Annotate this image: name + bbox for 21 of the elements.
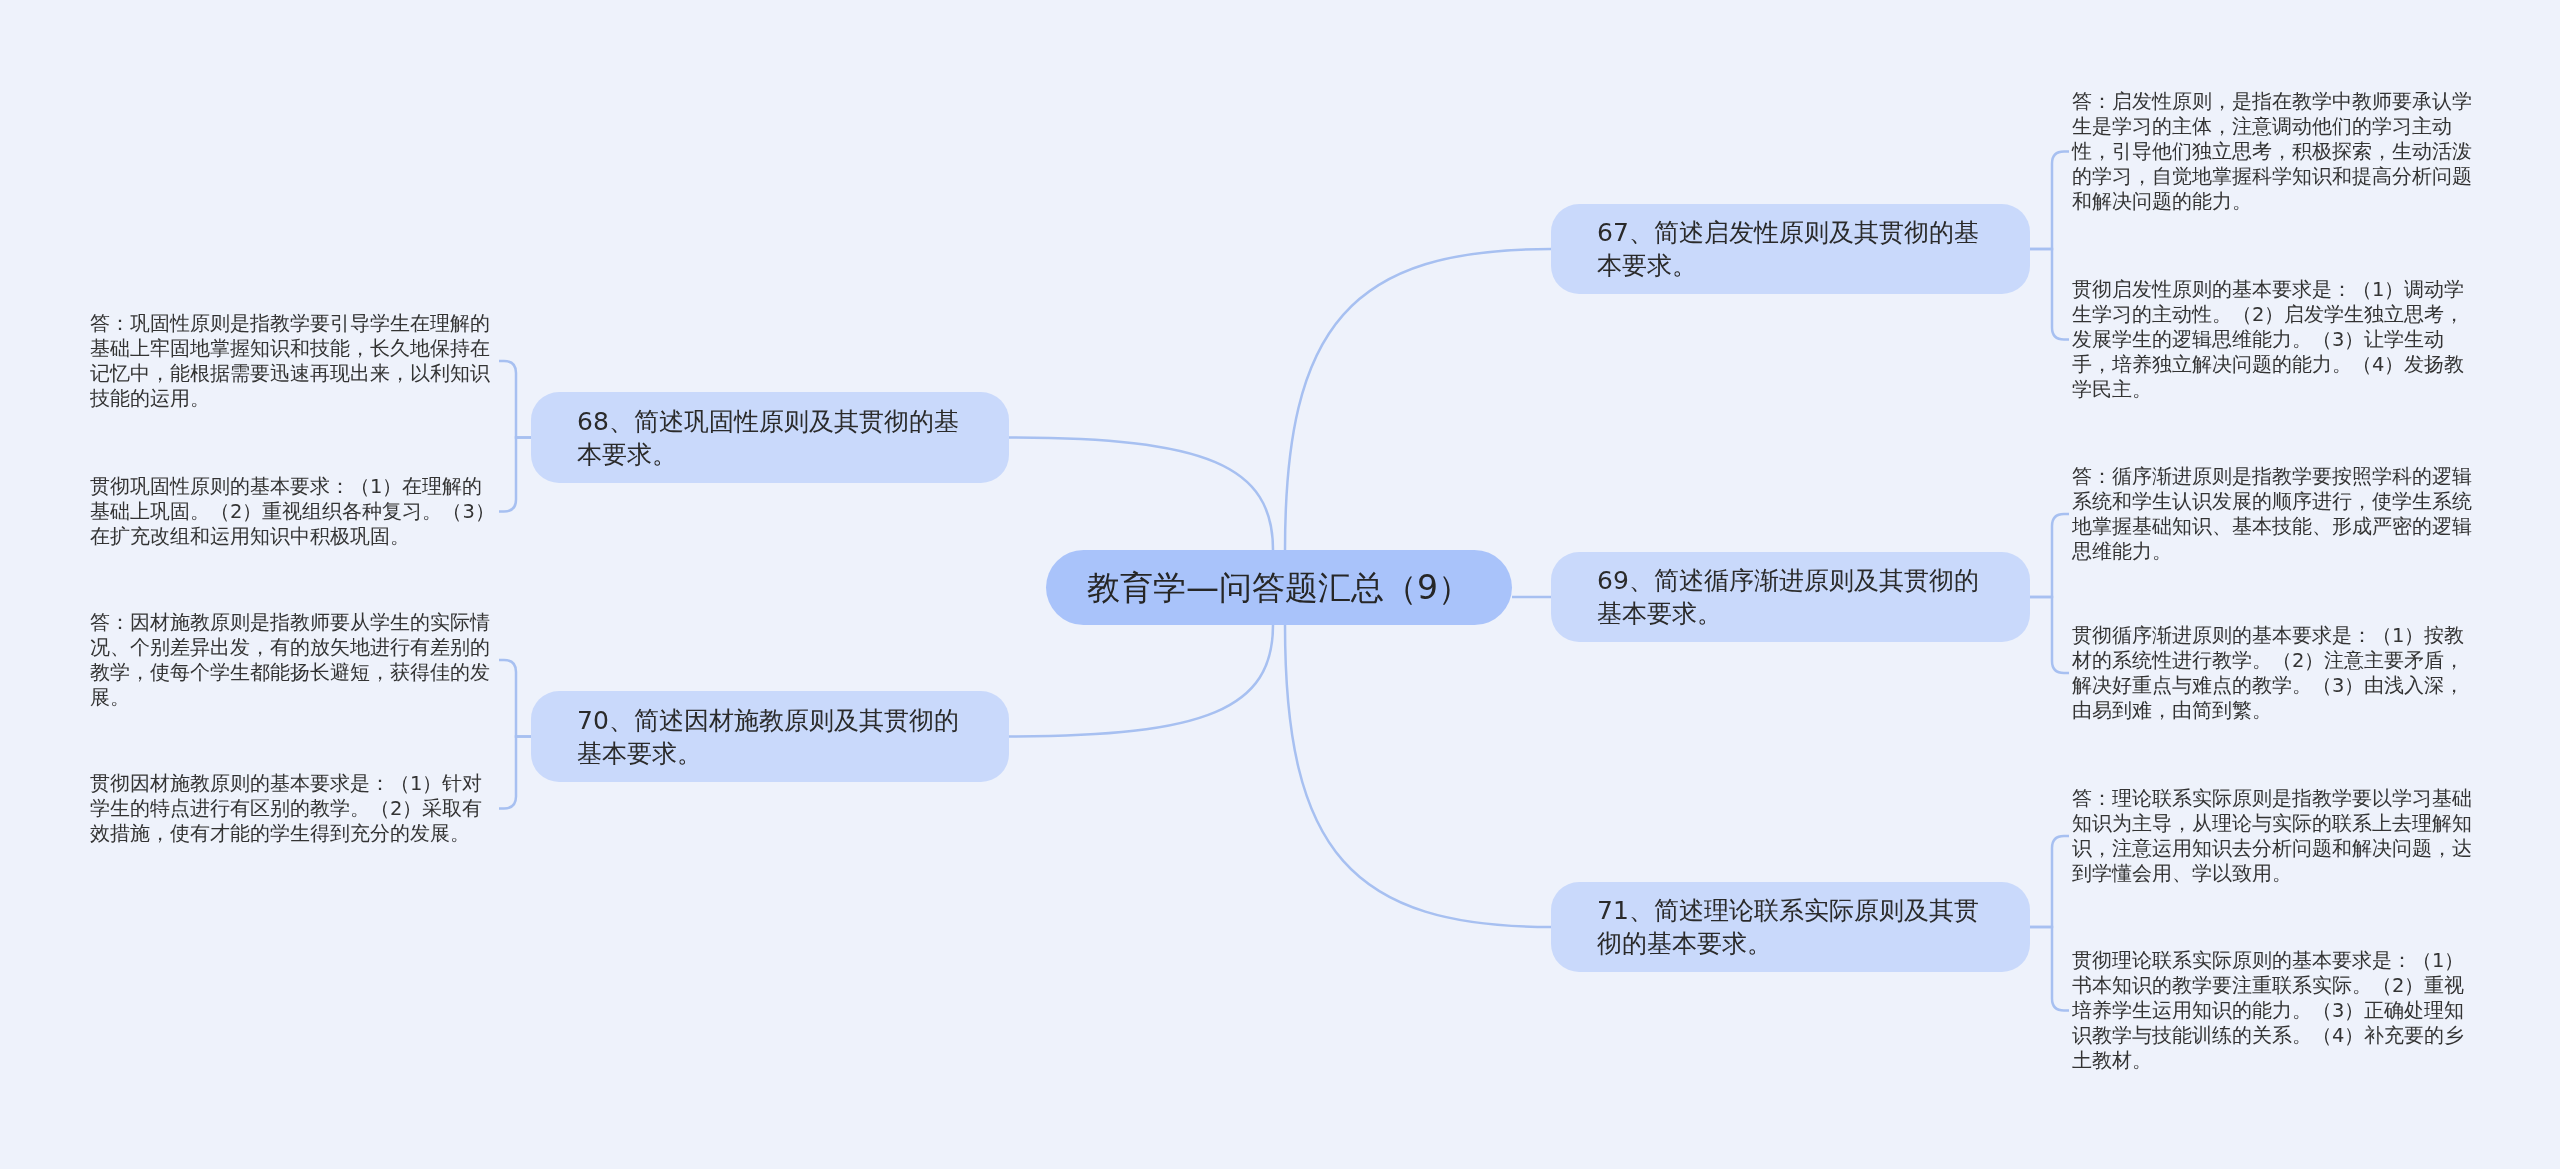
topic-node: 67、简述启发性原则及其贯彻的基本要求。: [1551, 204, 2030, 294]
answer-text: 答：理论联系实际原则是指教学要以学习基础知识为主导，从理论与实际的联系上去理解知识，注意运用知识去分析问题和解决问题，达到学懂会用、学以致用。: [2072, 786, 2478, 886]
answer-text: 贯彻启发性原则的基本要求是：（1）调动学生学习的主动性。（2）启发学生独立思考，发展学生的逻辑思维能力。（3）让学生动手，培养独立解决问题的能力。（4）发扬教学民主。: [2072, 277, 2478, 402]
topic-node: 68、简述巩固性原则及其贯彻的基本要求。: [531, 392, 1009, 483]
central-topic: 教育学—问答题汇总（9）: [1046, 550, 1512, 625]
topic-node: 71、简述理论联系实际原则及其贯彻的基本要求。: [1551, 882, 2030, 972]
connector-line: [1009, 436, 1275, 551]
answer-text: 贯彻循序渐进原则的基本要求是：（1）按教材的系统性进行教学。（2）注意主要矛盾，解决好重点与难点的教学。（3）由浅入深，由易到难，由简到繁。: [2072, 623, 2478, 723]
connector-line: [1283, 624, 1552, 929]
answer-text: 答：因材施教原则是指教师要从学生的实际情况、个别差异出发，有的放矢地进行有差别的教学，使每个学生都能扬长避短，获得佳的发展。: [90, 610, 496, 710]
answer-text: 贯彻因材施教原则的基本要求是：（1）针对学生的特点进行有区别的教学。（2）采取有效措施，使有才能的学生得到充分的发展。: [90, 771, 496, 846]
answer-text: 答：巩固性原则是指教学要引导学生在理解的基础上牢固地掌握知识和技能，长久地保持在记忆中，能根据需要迅速再现出来，以利知识技能的运用。: [90, 311, 496, 411]
answer-text: 贯彻巩固性原则的基本要求：（1）在理解的基础上巩固。（2）重视组织各种复习。（3）在扩充改组和运用知识中积极巩固。: [90, 474, 496, 549]
connector-line: [1512, 595, 1551, 599]
connector-line: [1009, 624, 1275, 738]
answer-text: 答：启发性原则，是指在教学中教师要承认学生是学习的主体，注意调动他们的学习主动性，引导他们独立思考，积极探索，生动活泼的学习，自觉地掌握科学知识和提高分析问题和解决问题的能力。: [2072, 89, 2478, 214]
connector-line: [1283, 247, 1552, 551]
answer-text: 贯彻理论联系实际原则的基本要求是：（1）书本知识的教学要注重联系实际。（2）重视培养学生运用知识的能力。（3）正确处理知识教学与技能训练的关系。（4）补充要的乡土教材。: [2072, 948, 2478, 1073]
topic-node: 70、简述因材施教原则及其贯彻的基本要求。: [531, 691, 1009, 782]
topic-node: 69、简述循序渐进原则及其贯彻的基本要求。: [1551, 552, 2030, 642]
answer-text: 答：循序渐进原则是指教学要按照学科的逻辑系统和学生认识发展的顺序进行，使学生系统地掌握基础知识、基本技能、形成严密的逻辑思维能力。: [2072, 464, 2478, 564]
